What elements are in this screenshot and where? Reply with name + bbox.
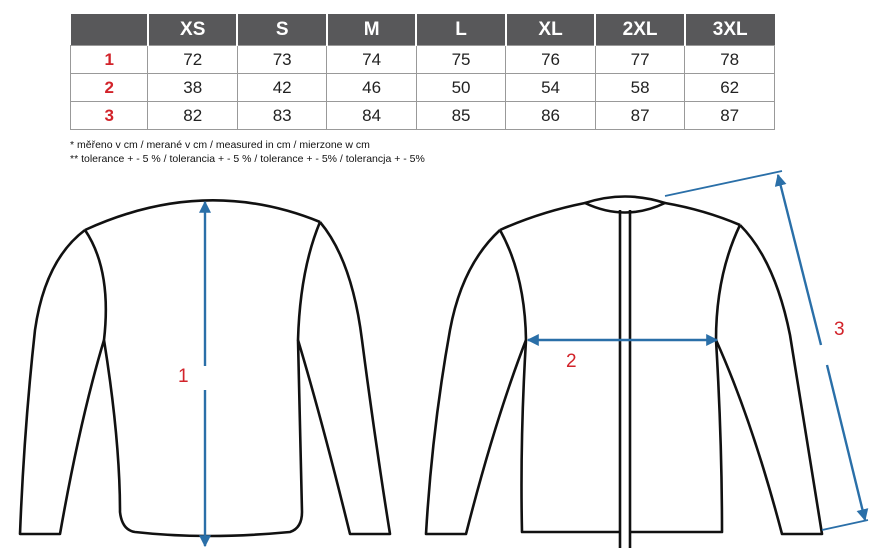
- size-value-cell: 46: [326, 73, 417, 102]
- row-label: 3: [69, 101, 149, 130]
- size-value-cell: 75: [415, 45, 507, 74]
- size-value-cell: 87: [684, 101, 775, 130]
- note-measured: * měřeno v cm / merané v cm / measured i…: [70, 139, 370, 151]
- size-value-cell: 74: [326, 45, 417, 74]
- size-value-cell: 58: [594, 73, 686, 102]
- size-value-cell: 86: [505, 101, 596, 130]
- size-value-cell: 83: [236, 101, 328, 130]
- header-cell: L: [415, 14, 506, 46]
- jacket-back-outline: [18, 199, 392, 538]
- extension-line: [821, 519, 869, 531]
- header-cell: 3XL: [683, 14, 775, 46]
- extension-line: [664, 170, 783, 197]
- size-value-cell: 82: [147, 101, 238, 130]
- measure-label-3: 3: [834, 319, 845, 340]
- header-cell: S: [236, 14, 327, 46]
- note-tolerance: ** tolerance + - 5 % / tolerancia + - 5 …: [70, 153, 425, 165]
- row-label: 2: [69, 73, 149, 102]
- measure-label-2: 2: [566, 351, 577, 372]
- size-value-cell: 76: [505, 45, 596, 74]
- header-cell: 2XL: [594, 14, 685, 46]
- measure-arrow-3: [774, 173, 823, 346]
- size-value-cell: 87: [594, 101, 686, 130]
- header-cell: XL: [504, 14, 596, 46]
- measure-label-1: 1: [178, 366, 189, 387]
- header-cell: [70, 14, 148, 46]
- size-value-cell: 73: [236, 45, 328, 74]
- header-cell: XS: [146, 14, 238, 46]
- size-value-cell: 77: [594, 45, 686, 74]
- size-value-cell: 84: [326, 101, 417, 130]
- size-value-cell: 85: [415, 101, 507, 130]
- header-cell: M: [325, 14, 417, 46]
- size-value-cell: 50: [415, 73, 507, 102]
- measure-arrow-3: [825, 364, 869, 522]
- size-header-row: XS S M L XL 2XL 3XL: [70, 14, 775, 46]
- jacket-front-outline: [424, 195, 824, 548]
- row-label: 1: [69, 45, 149, 74]
- notes: * měřeno v cm / merané v cm / measured i…: [70, 138, 425, 166]
